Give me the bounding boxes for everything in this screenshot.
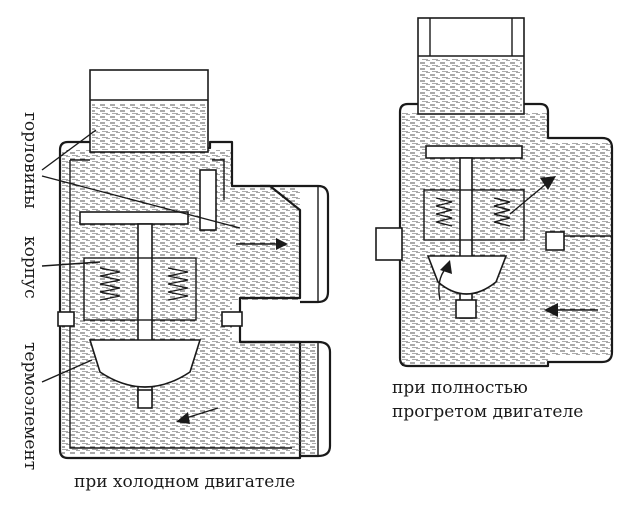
label-body: корпус	[20, 236, 40, 299]
caption-cold-engine: при холодном двигателе	[74, 472, 296, 492]
warm-spring	[435, 197, 511, 227]
cold-spring	[99, 267, 189, 301]
necks-leader	[41, 129, 241, 229]
label-necks: горловины	[20, 112, 40, 209]
cold-thermo-element	[88, 339, 202, 388]
thermo-element-leader	[41, 359, 93, 383]
caption-warm-engine-line1: при полностью	[392, 378, 528, 398]
warm-left-flange	[375, 227, 403, 261]
warm-engine-thermostat	[375, 17, 614, 368]
cold-top-neck-fill	[92, 104, 206, 150]
cold-flow-arrow-2	[185, 407, 219, 419]
body-leader	[41, 261, 101, 267]
cold-lower-outlet-pipe	[240, 340, 332, 458]
cold-spring-cage	[83, 257, 197, 321]
cold-main-valve	[79, 211, 189, 225]
cold-housing	[58, 140, 302, 460]
warm-flow-arrow-1	[509, 183, 547, 215]
label-thermo-element: термоэлемент	[20, 342, 40, 471]
cold-engine-thermostat	[41, 69, 332, 460]
warm-main-valve	[425, 145, 523, 159]
cold-upper-outlet-pipe	[260, 184, 330, 304]
cold-housing-inner	[69, 159, 292, 449]
warm-coolant-fill	[402, 112, 612, 366]
warm-right-flange	[545, 231, 565, 251]
caption-warm-engine-line2: прогретом двигателе	[392, 402, 584, 422]
warm-housing	[398, 102, 614, 368]
warm-spring-cage	[423, 189, 525, 241]
